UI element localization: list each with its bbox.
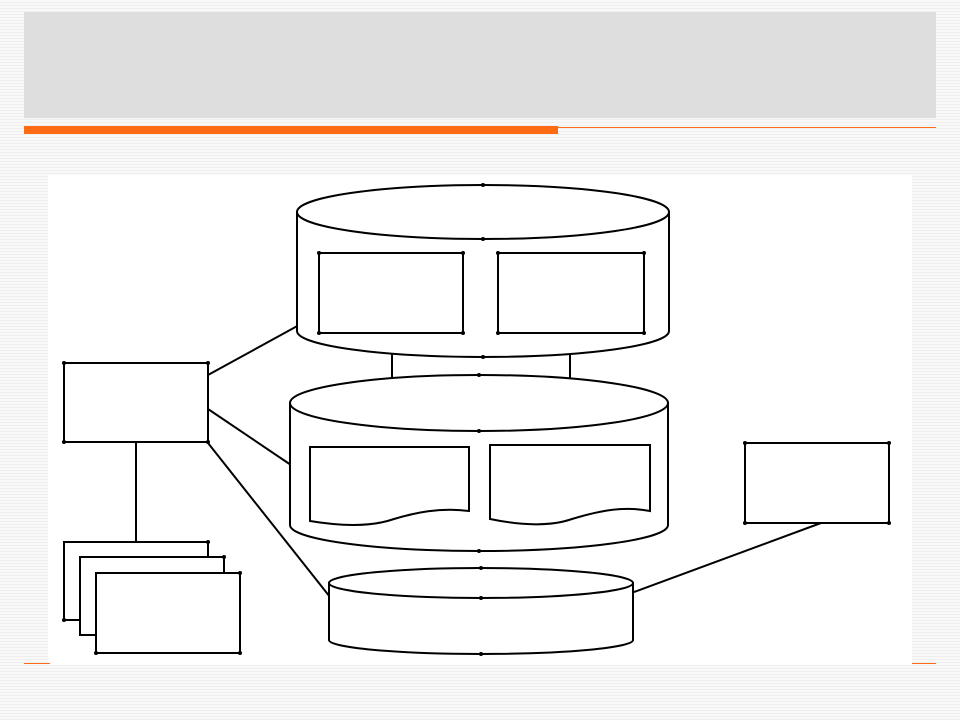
connector-left-box-to-middle-cylinder (207, 408, 292, 466)
upper-cylinder-top (296, 184, 670, 240)
lower-cylinder (328, 567, 634, 655)
joint-markers (62, 183, 891, 656)
middle-cylinder-top (289, 374, 669, 432)
slide-title-area (24, 12, 936, 118)
upper-cylinder-right-box (497, 252, 645, 334)
left-rectangle (63, 362, 209, 443)
upper-cylinder (296, 184, 670, 358)
footer-rule-left (24, 663, 50, 664)
diagram-panel (48, 175, 912, 665)
middle-cylinder-right-document (489, 444, 651, 526)
lower-cylinder-body (328, 582, 634, 655)
title-accent-bar (24, 126, 558, 134)
lower-cylinder-top (328, 567, 634, 599)
connector-left-box-to-lower-cylinder (207, 442, 331, 598)
upper-cylinder-left-box (318, 252, 464, 334)
title-accent-line (558, 127, 936, 128)
footer-rule-right (912, 663, 936, 664)
middle-cylinder-left-document (309, 446, 470, 526)
connector-right-box-to-lower-cylinder (633, 522, 822, 593)
right-rectangle (744, 442, 890, 524)
stacked-page-front (95, 572, 241, 654)
architecture-diagram (62, 183, 891, 656)
middle-cylinder (289, 374, 669, 552)
